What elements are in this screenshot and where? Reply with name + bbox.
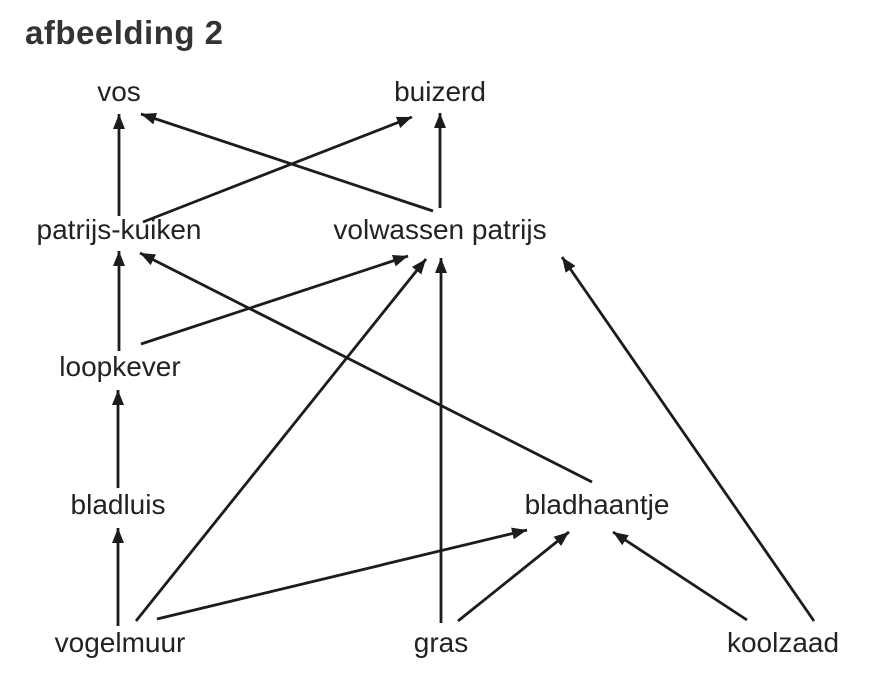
node-label-patrijs-kuiken: patrijs-kuiken bbox=[36, 214, 202, 245]
arrow-vogelmuur-to-volwassen-patrijs bbox=[134, 258, 428, 622]
node-label-buizerd: buizerd bbox=[394, 76, 486, 107]
node-label-bladluis: bladluis bbox=[70, 489, 166, 520]
node-label-loopkever: loopkever bbox=[59, 351, 181, 382]
node-label-gras: gras bbox=[413, 627, 469, 658]
node-label-vos: vos bbox=[97, 76, 141, 107]
node-label-koolzaad: koolzaad bbox=[726, 627, 840, 658]
arrow-koolzaad-to-volwassen-patrijs bbox=[560, 256, 816, 622]
arrow-koolzaad-to-bladhaantje bbox=[612, 530, 748, 622]
node-label-vogelmuur: vogelmuur bbox=[54, 627, 186, 658]
node-label-volwassen-patrijs: volwassen patrijs bbox=[333, 214, 547, 245]
arrow-patrijs-kuiken-to-buizerd bbox=[142, 115, 413, 224]
arrow-bladhaantje-to-patrijs-kuiken bbox=[139, 251, 593, 484]
diagram-title: afbeelding 2 bbox=[25, 14, 224, 51]
arrow-gras-to-bladhaantje bbox=[457, 530, 570, 623]
arrow-vogelmuur-to-bladhaantje bbox=[156, 527, 528, 621]
node-label-bladhaantje: bladhaantje bbox=[524, 489, 670, 520]
arrow-loopkever-to-volwassen-patrijs bbox=[140, 254, 409, 346]
arrow-volwassen-patrijs-to-vos bbox=[140, 112, 434, 213]
